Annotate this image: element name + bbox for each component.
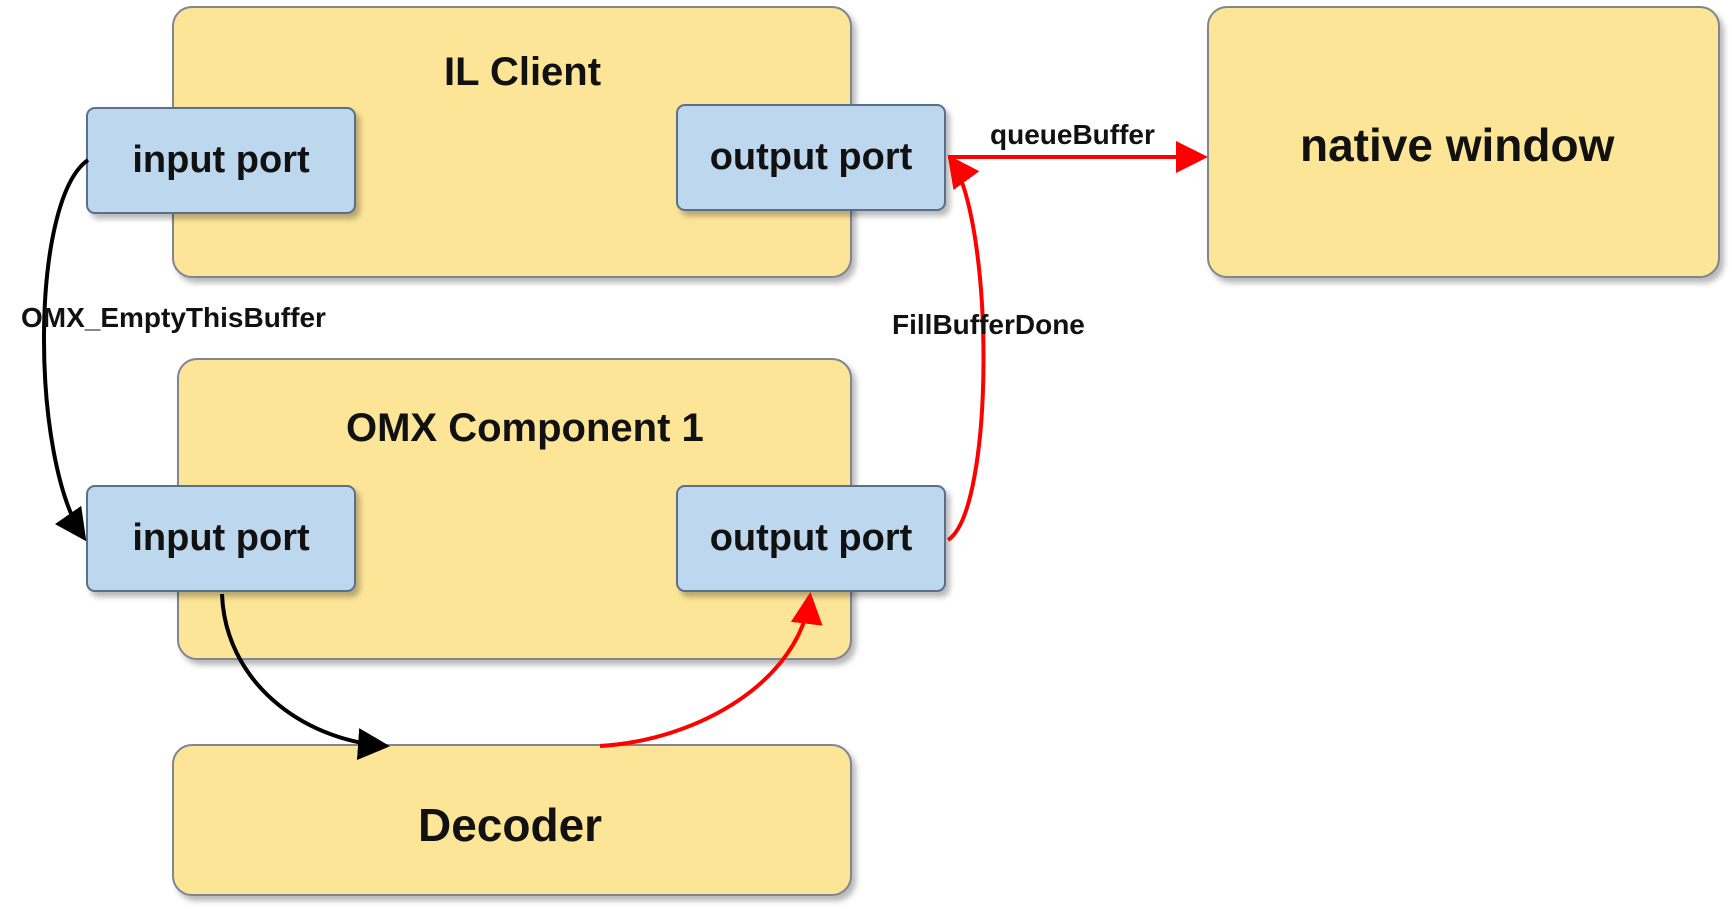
empty-this-buffer-arrow	[42, 158, 90, 542]
fill-buffer-done-label: FillBufferDone	[892, 309, 1085, 340]
native-window-title: native window	[1300, 119, 1615, 171]
il-client-output-port: output port	[676, 104, 946, 211]
empty-this-buffer-label: OMX_EmptyThisBuffer	[21, 302, 326, 333]
decoder-to-output-arrow	[599, 592, 823, 748]
queue-buffer-label: queueBuffer	[990, 119, 1155, 150]
fill-buffer-done-arrow	[946, 154, 986, 542]
omx-component-title: OMX Component 1	[346, 406, 704, 450]
il-client-title: IL Client	[444, 50, 602, 94]
native-window-box	[1207, 6, 1720, 278]
decoder-box	[172, 744, 852, 896]
omx-component-output-port: output port	[676, 485, 946, 592]
il-client-input-port: input port	[86, 107, 356, 214]
input-to-decoder-arrow	[220, 593, 390, 760]
decoder-title: Decoder	[418, 799, 603, 851]
omx-component-input-port: input port	[86, 485, 356, 592]
